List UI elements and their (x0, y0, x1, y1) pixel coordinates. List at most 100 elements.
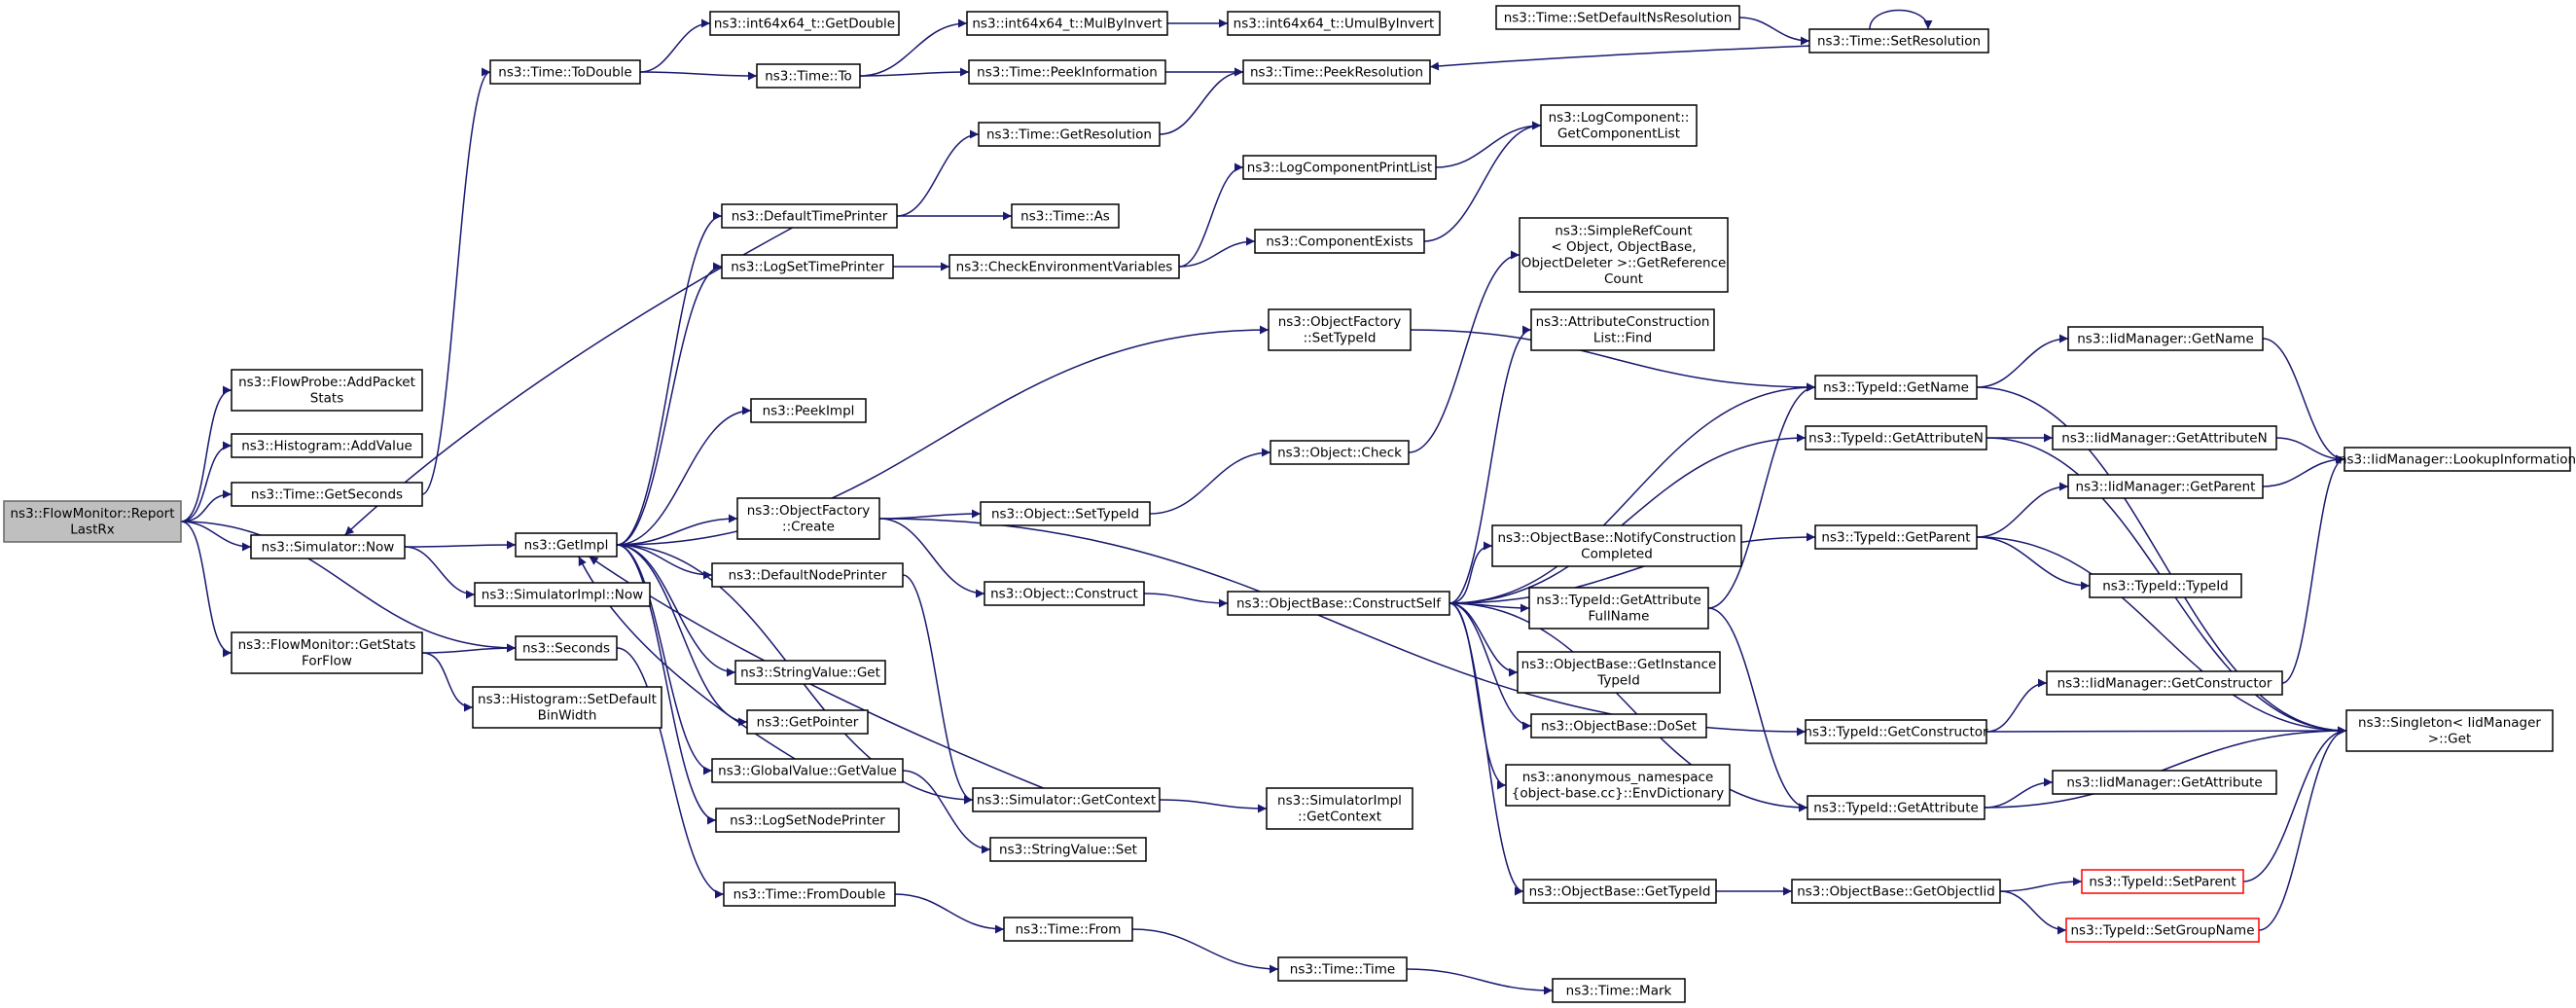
node-int-umulbyinv[interactable]: ns3::int64x64_t::UmulByInvert (1227, 11, 1441, 36)
node-label: ns3::Time::SetResolution (1817, 33, 1981, 49)
node-box (2065, 918, 2260, 943)
node-time-time[interactable]: ns3::Time::Time (1277, 956, 1408, 982)
node-time-setres[interactable]: ns3::Time::SetResolution (1808, 28, 1989, 54)
node-dnp[interactable]: ns3::DefaultNodePrinter (711, 562, 904, 588)
node-time-peekinfo[interactable]: ns3::Time::PeekInformation (968, 59, 1166, 85)
node-iid-getparent[interactable]: ns3::IidManager::GetParent (2067, 474, 2264, 499)
node-label: ns3::CheckEnvironmentVariables (956, 259, 1173, 274)
edge-ob-constructself-to-tid-getattr (1449, 602, 1808, 812)
node-gv-getvalue[interactable]: ns3::GlobalValue::GetValue (711, 758, 904, 783)
node-of-settypeid[interactable]: ns3::ObjectFactory::SetTypeId (1268, 308, 1412, 351)
node-label: ns3::StringValue::Get (740, 665, 880, 680)
node-ob-getobjectiid[interactable]: ns3::ObjectBase::GetObjectIid (1791, 879, 2001, 904)
node-compexists[interactable]: ns3::ComponentExists (1254, 229, 1425, 254)
node-dtp[interactable]: ns3::DefaultTimePrinter (721, 203, 898, 229)
node-time-as[interactable]: ns3::Time::As (1011, 203, 1120, 229)
node-iid-getattr[interactable]: ns3::IidManager::GetAttribute (2052, 770, 2277, 795)
node-lsnp[interactable]: ns3::LogSetNodePrinter (715, 808, 900, 833)
node-lcpl[interactable]: ns3::LogComponentPrintList (1242, 155, 1437, 180)
node-getpointer[interactable]: ns3::GetPointer (746, 709, 869, 735)
node-time-to[interactable]: ns3::Time::To (756, 63, 861, 89)
node-label: ns3::Simulator::Now (262, 539, 395, 555)
node-ob-gettypeid[interactable]: ns3::ObjectBase::GetTypeId (1522, 879, 1717, 904)
node-int-mulbyinv[interactable]: ns3::int64x64_t::MulByInvert (966, 11, 1168, 36)
node-label: ns3::Time::As (1020, 208, 1110, 224)
node-label: ns3::int64x64_t::MulByInvert (972, 16, 1162, 31)
node-sv-get[interactable]: ns3::StringValue::Get (734, 660, 886, 685)
node-simimpl-now[interactable]: ns3::SimulatorImpl::Now (474, 582, 651, 607)
node-box (231, 482, 423, 507)
node-hist-add[interactable]: ns3::Histogram::AddValue (231, 433, 423, 458)
node-anon-envdict[interactable]: ns3::anonymous_namespace{object-base.cc}… (1505, 764, 1731, 807)
node-obj-check[interactable]: ns3::Object::Check (1270, 440, 1410, 465)
node-checkenv[interactable]: ns3::CheckEnvironmentVariables (948, 254, 1180, 279)
node-ob-notify[interactable]: ns3::ObjectBase::NotifyConstructionCompl… (1491, 524, 1742, 567)
node-sv-set[interactable]: ns3::StringValue::Set (989, 837, 1147, 862)
node-simimpl-getctx[interactable]: ns3::SimulatorImpl::GetContext (1266, 787, 1413, 830)
edge-iid-getctor-to-iid-lookup (2281, 454, 2345, 684)
node-lc-getlist[interactable]: ns3::LogComponent::GetComponentList (1540, 104, 1698, 147)
edge-iid-getname-to-iid-lookup (2262, 338, 2345, 464)
edge-getimpl-to-lstp (616, 262, 723, 546)
node-label: BinWidth (538, 708, 597, 724)
node-time-getres[interactable]: ns3::Time::GetResolution (978, 122, 1161, 147)
node-box (711, 758, 904, 783)
edge-of-create-to-obj-construct (878, 518, 985, 598)
node-getimpl[interactable]: ns3::GetImpl (515, 532, 618, 558)
node-label: >::Get (2428, 732, 2471, 747)
node-srefcount[interactable]: ns3::SimpleRefCount< Object, ObjectBase,… (1519, 217, 1729, 293)
edge-tid-setparent-to-singleton-get (2242, 726, 2347, 882)
node-time-fromdouble[interactable]: ns3::Time::FromDouble (723, 882, 896, 907)
edge-tid-getparent-to-iid-getparent (1976, 482, 2069, 538)
node-tid-getparent[interactable]: ns3::TypeId::GetParent (1814, 524, 1978, 550)
node-seconds[interactable]: ns3::Seconds (515, 635, 618, 661)
node-iid-getname[interactable]: ns3::IidManager::GetName (2067, 326, 2264, 351)
node-sim-getctx[interactable]: ns3::Simulator::GetContext (972, 787, 1161, 812)
node-label: ns3::ComponentExists (1266, 234, 1413, 249)
node-ob-doset[interactable]: ns3::ObjectBase::DoSet (1530, 713, 1707, 738)
node-box (1268, 308, 1412, 351)
node-box (2345, 709, 2554, 752)
node-int-getdouble[interactable]: ns3::int64x64_t::GetDouble (709, 11, 900, 36)
node-tid-getctor[interactable]: ns3::TypeId::GetConstructor (1804, 719, 1988, 744)
node-label: ns3::Time::To (765, 68, 852, 84)
node-tid-getattrn[interactable]: ns3::TypeId::GetAttributeN (1805, 425, 1987, 450)
node-tid-getname[interactable]: ns3::TypeId::GetName (1814, 375, 1978, 400)
node-lstp[interactable]: ns3::LogSetTimePrinter (721, 254, 894, 279)
node-iid-getctor[interactable]: ns3::IidManager::GetConstructor (2046, 670, 2283, 696)
node-label: ns3::IidManager::LookupInformation (2339, 451, 2576, 467)
edge-seconds-to-time-fromdouble (616, 647, 725, 899)
node-time-setdefres[interactable]: ns3::Time::SetDefaultNsResolution (1495, 5, 1740, 30)
node-box (746, 709, 869, 735)
node-label: ns3::ObjectFactory (1278, 314, 1402, 330)
node-time-getsec[interactable]: ns3::Time::GetSeconds (231, 482, 423, 507)
node-iid-getattrn[interactable]: ns3::IidManager::GetAttributeN (2052, 425, 2277, 450)
node-label: {object-base.cc}::EnvDictionary (1512, 786, 1724, 802)
node-sim-now[interactable]: ns3::Simulator::Now (250, 534, 406, 559)
node-label: ns3::IidManager::GetAttribute (2066, 774, 2262, 790)
node-time-mark[interactable]: ns3::Time::Mark (1552, 978, 1686, 1003)
node-singleton-get[interactable]: ns3::Singleton< IidManager>::Get (2345, 709, 2554, 752)
edge-ob-constructself-to-tid-getattrn (1449, 433, 1807, 604)
node-peekimpl[interactable]: ns3::PeekImpl (750, 398, 867, 423)
node-time-peekres[interactable]: ns3::Time::PeekResolution (1242, 59, 1431, 85)
node-of-create[interactable]: ns3::ObjectFactory::Create (736, 497, 880, 540)
node-time-todouble[interactable]: ns3::Time::ToDouble (489, 59, 641, 85)
node-iid-lookup[interactable]: ns3::IidManager::LookupInformation (2339, 447, 2576, 472)
node-time-from[interactable]: ns3::Time::From (1003, 917, 1133, 942)
node-label: ns3::int64x64_t::UmulByInvert (1234, 16, 1435, 31)
node-tid-typeid[interactable]: ns3::TypeId::TypeId (2089, 573, 2242, 598)
node-tid-setgroup[interactable]: ns3::TypeId::SetGroupName (2065, 918, 2260, 943)
node-tid-getattr[interactable]: ns3::TypeId::GetAttribute (1807, 795, 1986, 820)
node-obj-settypeid[interactable]: ns3::Object::SetTypeId (980, 501, 1151, 526)
node-tid-setparent[interactable]: ns3::TypeId::SetParent (2081, 869, 2244, 894)
node-ob-constructself[interactable]: ns3::ObjectBase::ConstructSelf (1227, 591, 1450, 616)
node-obj-construct[interactable]: ns3::Object::Construct (984, 581, 1145, 606)
